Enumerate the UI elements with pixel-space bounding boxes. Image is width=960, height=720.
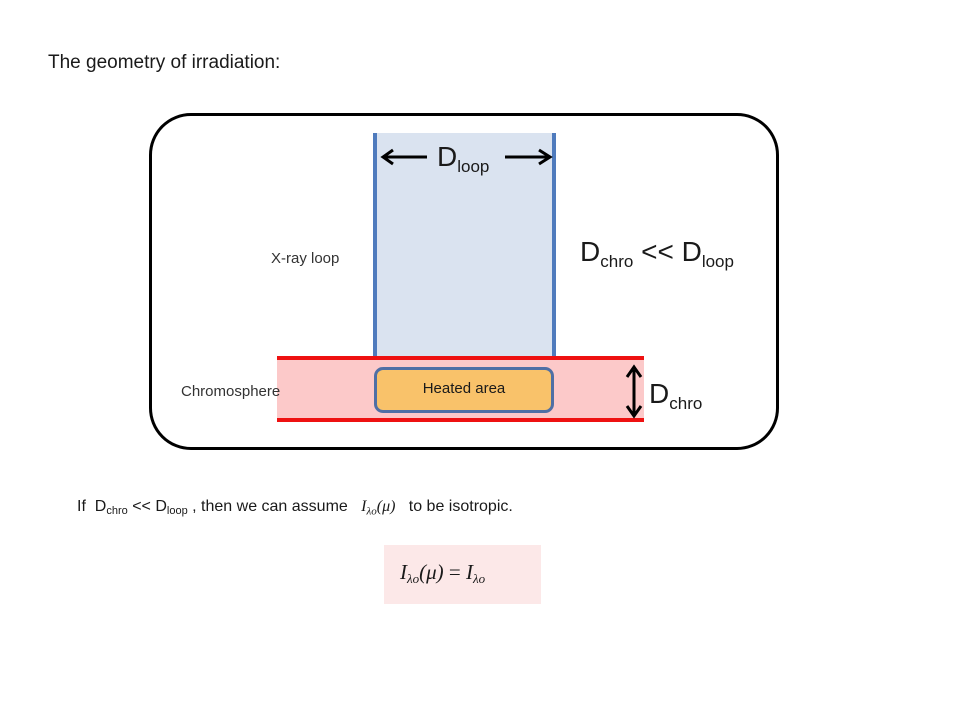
isotropy-condition: If Dchro << Dloop , then we can assume I… (77, 498, 513, 518)
heated-area-box (374, 367, 554, 413)
intensity-expression: Iλo(μ) (361, 498, 396, 518)
chromosphere-top-edge (277, 356, 644, 360)
d-chro-arrow (625, 364, 643, 419)
d-chro-arrow-top-head (625, 364, 643, 378)
loop-right-wall (552, 133, 556, 359)
size-relation: Dchro << Dloop (580, 236, 734, 271)
xray-loop-label: X-ray loop (271, 250, 340, 267)
d-chro-arrow-bottom-head (625, 405, 643, 419)
d-chro-label: Dchro (649, 378, 703, 413)
equation-box (384, 545, 541, 604)
page-title: The geometry of irradiation: (48, 52, 281, 73)
d-loop-arrow-right-head (538, 148, 553, 166)
loop-left-wall (373, 133, 377, 359)
diagram-frame (149, 113, 779, 450)
chromosphere-bottom-edge (277, 418, 644, 422)
isotropy-equation: Iλo(μ) = Iλo (400, 560, 486, 586)
d-loop-arrow (380, 148, 553, 166)
d-loop-label: Dloop (437, 141, 490, 176)
chromosphere-label: Chromosphere (181, 383, 281, 400)
d-loop-arrow-left-head (380, 148, 394, 166)
xray-loop-region (375, 133, 554, 359)
heated-area-label: Heated area (422, 380, 506, 397)
